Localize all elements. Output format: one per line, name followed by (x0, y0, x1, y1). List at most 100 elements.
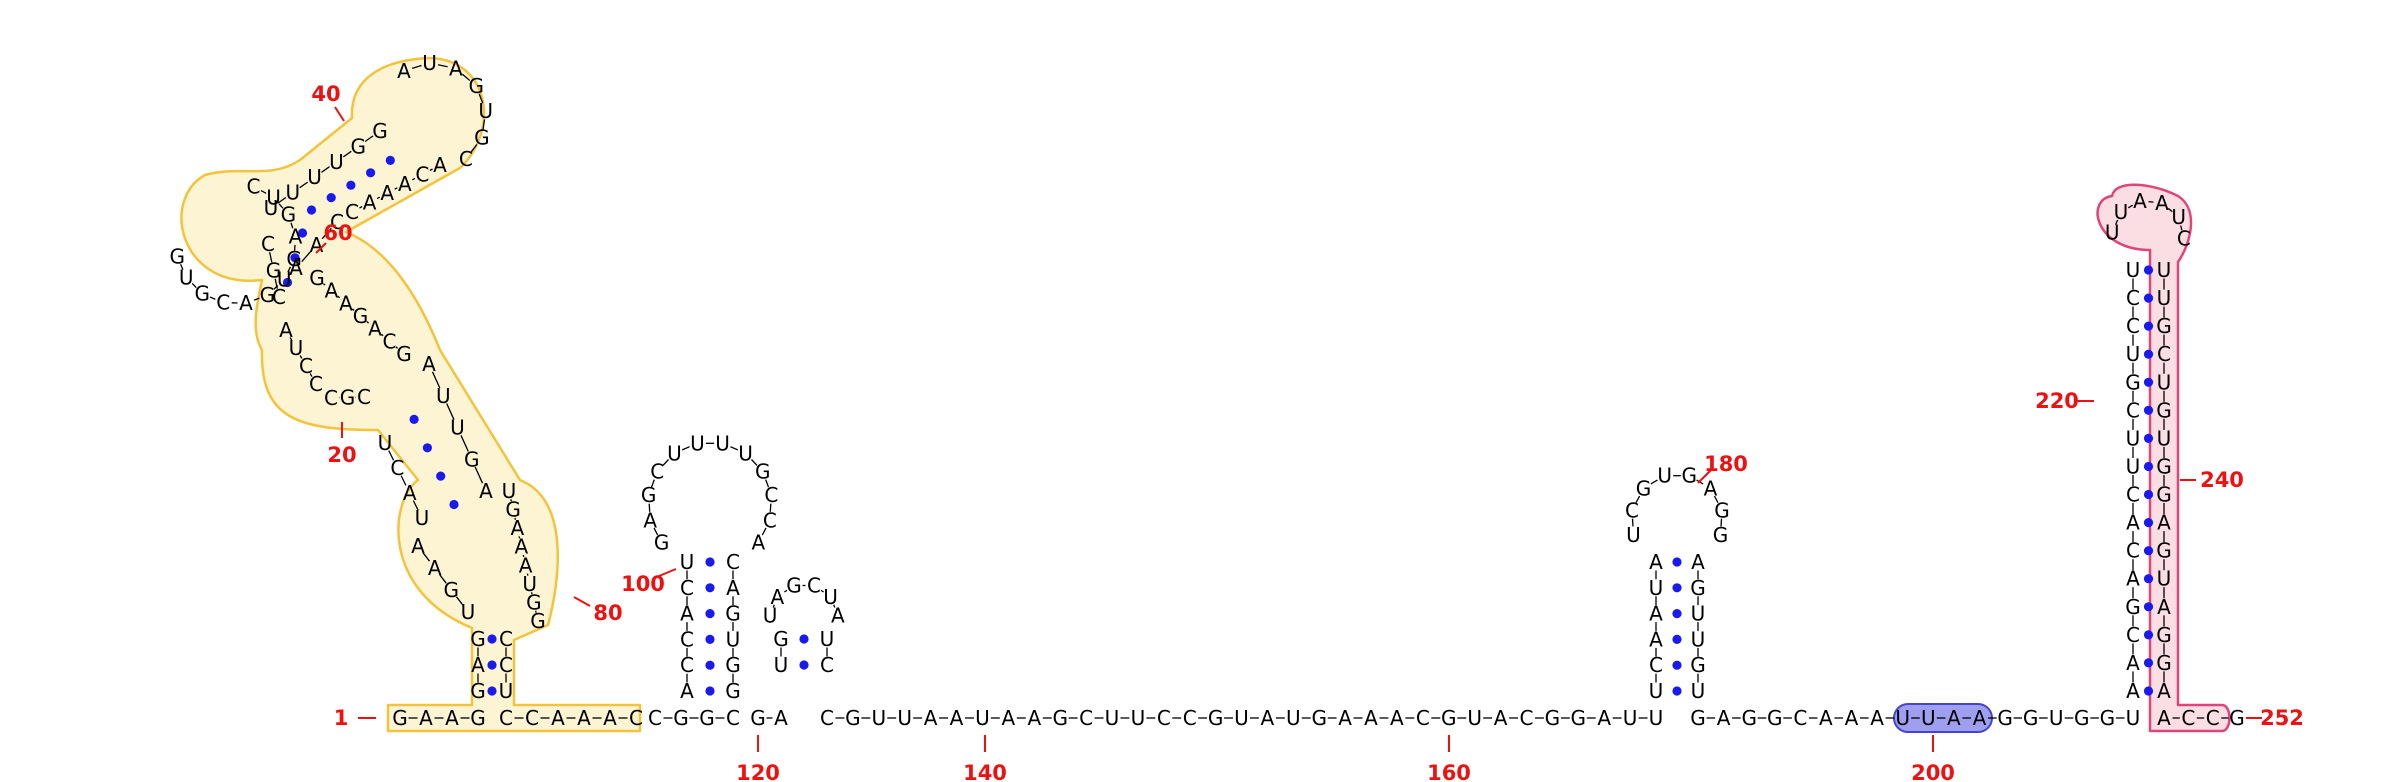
stem-d-left-nt-6: G (372, 119, 388, 143)
hairpin-1-loop-nt-backbone (662, 459, 669, 466)
main-strand-c-nt-9: A (1027, 706, 1041, 730)
main-strand-d-nt-1: G (1690, 706, 1706, 730)
loop-b-right-nt-2: A (325, 279, 339, 303)
stem-b-right-nt-backbone (446, 403, 455, 420)
stem-d-right-nt-1: A (433, 153, 447, 177)
loop-a-left-nt-backbone (455, 596, 464, 606)
loop-c-nt-9: C (216, 291, 230, 315)
hairpin-4-base-pair (2143, 293, 2154, 303)
hairpin-4-left-nt-7: A (2126, 511, 2140, 535)
main-strand-c-nt-17: U (1234, 706, 1249, 730)
loop-a-right-nt-backbone (518, 536, 521, 539)
stem-a-left-nt-2: A (471, 653, 485, 677)
loop-b-right-nt-3: A (339, 291, 353, 315)
hairpin-3-left-nt-6: A (1649, 550, 1663, 574)
stem-d-right-nt-6: C (345, 200, 359, 224)
stem-d-right-nt-5: A (363, 191, 377, 215)
number-label-240: 240 (2200, 468, 2244, 492)
hairpin-4-right-nt-7: U (2157, 426, 2172, 450)
main-strand-c-nt-7: U (975, 706, 990, 730)
main-strand-c-nt-28: C (1520, 706, 1534, 730)
stem-d-right-nt-backbone (394, 187, 398, 190)
loop-d-nt-3: A (449, 57, 463, 81)
main-strand-c-nt-1: C (820, 706, 834, 730)
stem-d-left-nt-backbone (277, 196, 287, 204)
stem-b-right-nt-backbone (460, 435, 469, 452)
main-strand-d-nt-16: G (2074, 706, 2090, 730)
number-label-60: 60 (323, 221, 352, 245)
stem-b-left-nt-3: C (390, 456, 404, 480)
loop-c-nt-7: G (260, 283, 276, 307)
loop-b-right-nt-5: A (368, 317, 382, 341)
stem-d-right-nt-backbone (411, 177, 416, 181)
hairpin-4-loop-nt-backbone (2167, 207, 2173, 213)
stem-d-base-pair (306, 205, 317, 215)
hairpin-3-loop-nt-1: U (1626, 523, 1641, 547)
main-strand-c-nt-27: A (1494, 706, 1508, 730)
stem-a-right-nt-1: C (499, 627, 513, 651)
loop-a-right-nt-5: A (519, 553, 533, 577)
hairpin-4-right-nt-8: G (2156, 455, 2172, 479)
stem-b-base-pair (449, 499, 459, 510)
hairpin-1-loop-nt-4: C (650, 460, 664, 484)
hairpin-3-loop-nt-5: G (1682, 464, 1698, 488)
hairpin-1-loop-nt-backbone (769, 503, 772, 512)
loop-c-nt-backbone (191, 282, 197, 289)
loop-c-nt-12: G (170, 244, 186, 268)
stem-a-right-nt-2: C (499, 653, 513, 677)
main-strand-c-nt-18: A (1261, 706, 1275, 730)
loop-a-left-nt-backbone (439, 574, 447, 584)
hairpin-3-loop-nt-2: C (1625, 498, 1639, 522)
linker-5prime-nt-4: G (470, 706, 486, 730)
main-strand-c-nt-24: C (1416, 706, 1430, 730)
hairpin-2-left-nt-1: U (774, 653, 789, 677)
hairpin-1-base-pair (705, 583, 715, 593)
hairpin-2-base-pair (799, 660, 809, 670)
loop-b-right-nt-backbone (380, 333, 384, 337)
loop-b-right-nt-6: C (383, 329, 397, 353)
hairpin-3-loop-nt-3: G (1636, 476, 1652, 500)
number-label-120: 120 (736, 761, 780, 782)
number-label-100: 100 (621, 572, 665, 596)
loop-b-bottom-nt-1: C (357, 385, 371, 409)
numbering-layer: 1 20 40 60 80 100 120 140 160 180 200 22… (311, 82, 2304, 782)
loop-b-right-nt-backbone (337, 295, 341, 299)
main-strand-a-nt-3: G (699, 706, 715, 730)
loop-a-right-nt-6: U (522, 572, 537, 596)
loop-b-right-nt-backbone (322, 283, 326, 286)
stem-c-base-pair (297, 228, 308, 238)
main-strand-d-nt-5: C (1793, 706, 1807, 730)
main-strand-c-nt-15: C (1183, 706, 1197, 730)
stem-d-base-pair (346, 180, 356, 190)
stem-d-left-nt-1: U (264, 196, 279, 220)
main-strand-d-nt-8: A (1870, 706, 1884, 730)
hairpin-4-loop-nt-4: A (2155, 191, 2169, 215)
main-strand-c-nt-16: G (1208, 706, 1224, 730)
hairpin-1-loop-nt-10: C (764, 483, 778, 507)
hairpin-4-base-pair (2143, 265, 2154, 275)
hairpin-1-loop-nt-1: G (654, 531, 670, 555)
stem-c-left-nt-backbone (269, 252, 273, 263)
hairpin-3-right-nt-4: U (1691, 627, 1706, 651)
hairpin-1-loop-nt-backbone (653, 527, 659, 536)
hairpin-1-loop-nt-7: U (715, 431, 730, 455)
hairpin-4-left-nt-5: A (2126, 567, 2140, 591)
loop-b-right-nt-backbone (366, 321, 370, 324)
hairpin-4-left-nt-13: U (2126, 342, 2141, 366)
hairpin-1-loop-nt-backbone (730, 446, 739, 451)
hairpin-4-base-pair (2143, 489, 2154, 500)
hairpin-4-base-pair (2143, 433, 2154, 443)
stem-d-left-nt-5: G (350, 134, 366, 158)
main-strand-c-nt-20: G (1311, 706, 1327, 730)
loop-a-left-nt-4: A (411, 534, 425, 558)
loop-c-nt-6: U (277, 268, 292, 292)
stem-c-right-nt-2: A (310, 233, 324, 257)
main-strand-d-nt-2: A (1717, 706, 1731, 730)
loop-a-right-nt-1: U (502, 479, 517, 503)
number-label-220: 220 (2035, 389, 2079, 413)
hairpin-4-loop-nt-backbone (2148, 200, 2154, 203)
main-strand-b-nt-1: G (750, 706, 766, 730)
loop-d-nt-5: U (478, 99, 493, 123)
loop-b-left-nt-backbone (289, 337, 293, 341)
